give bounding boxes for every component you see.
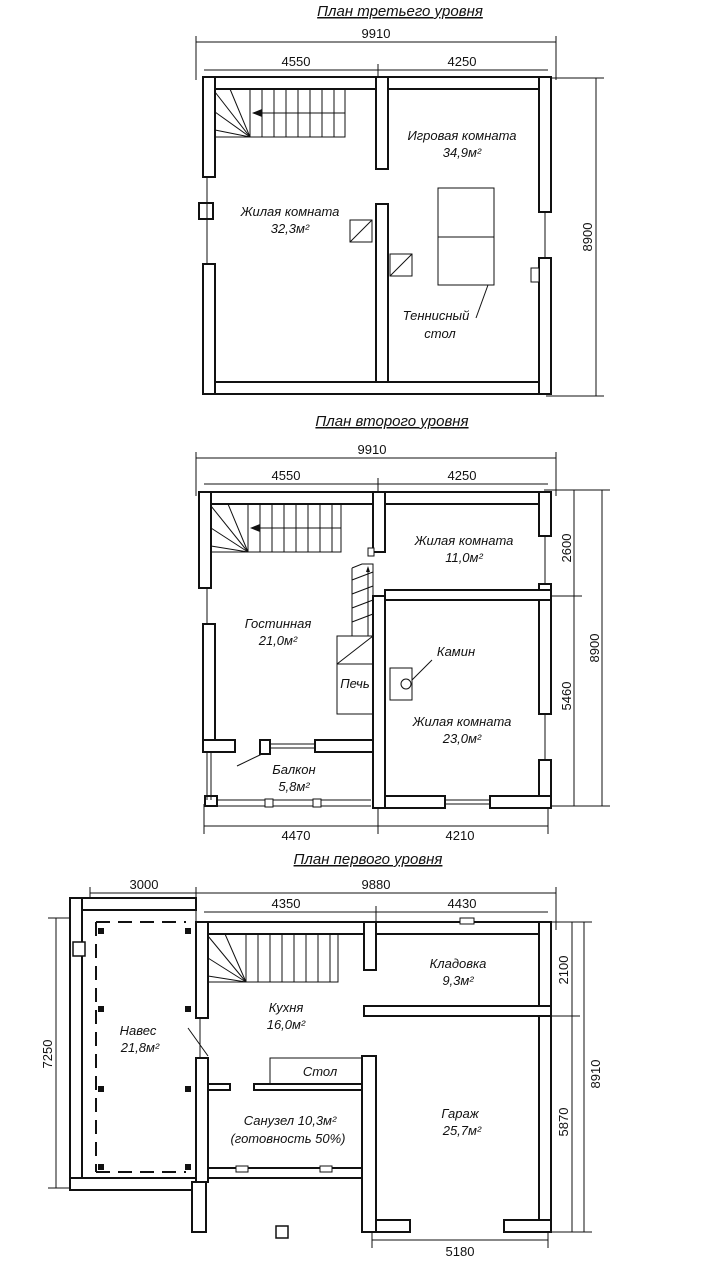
level1-bath-note: (готовность 50%) [230, 1131, 345, 1146]
level1-dim-canopy-h: 7250 [40, 1040, 55, 1069]
level1-canopy-area: 21,8м² [120, 1040, 160, 1055]
level1-storage-name: Кладовка [430, 956, 487, 971]
level2-dim-left: 4550 [272, 468, 301, 483]
level2-balcony-area: 5,8м² [278, 779, 310, 794]
level1-storage-area: 9,3м² [442, 973, 474, 988]
level1-title: План первого уровня [294, 851, 443, 868]
level1-kitchen-area: 16,0м² [267, 1017, 306, 1032]
level3-living-area: 32,3м² [271, 221, 310, 236]
level2-dim-total: 9910 [358, 442, 387, 457]
level2-stove-label: Печь [340, 676, 370, 691]
level3-dim-total: 9910 [362, 26, 391, 41]
level2-dim-bottom-right: 4210 [446, 828, 475, 843]
socket-icon [530, 267, 540, 283]
level2-living-big-area: 23,0м² [442, 731, 482, 746]
level1-dim-right: 4430 [448, 896, 477, 911]
level1-garage-area: 25,7м² [442, 1123, 482, 1138]
level2-living-small-name: Жилая комната [414, 533, 514, 548]
stair-icon [207, 933, 339, 983]
level3-dim-right: 4250 [448, 54, 477, 69]
chimney-icon [349, 219, 373, 243]
level2-plan: План второго уровня 9910 4550 4250 4470 … [195, 413, 610, 843]
level1-bath-name: Санузел 10,3м² [244, 1113, 337, 1128]
level2-dim-h-total: 8900 [587, 634, 602, 663]
level1-plan: План первого уровня 3000 9880 4350 4430 … [40, 851, 603, 1259]
level2-title: План второго уровня [315, 413, 468, 430]
level1-dim-left: 4350 [272, 896, 301, 911]
level2-guest-name: Гостинная [245, 616, 312, 631]
level3-dim-left: 4550 [282, 54, 311, 69]
level1-dim-bottom: 5180 [446, 1244, 475, 1259]
level3-plan: План третьего уровня 9910 4550 4250 8900 [195, 3, 604, 397]
level2-dim-right: 4250 [448, 468, 477, 483]
level1-dim-total: 9880 [362, 877, 391, 892]
level1-dim-h2: 5870 [556, 1108, 571, 1137]
level1-dim-h-total: 8910 [588, 1060, 603, 1089]
stair-icon [351, 563, 374, 637]
level2-fireplace-label: Камин [437, 644, 475, 659]
level2-living-small-area: 11,0м² [445, 550, 483, 565]
level2-balcony-name: Балкон [272, 762, 315, 777]
table-icon [269, 1057, 363, 1085]
level1-canopy-name: Навес [120, 1023, 157, 1038]
chimney-icon [389, 253, 413, 277]
stair-icon [214, 88, 346, 138]
level3-dim-height: 8900 [580, 223, 595, 252]
tennis-table-icon [437, 187, 495, 319]
level3-tennis-line1: Теннисный [403, 308, 470, 323]
level1-table-label: Стол [303, 1064, 338, 1079]
post-icon [72, 941, 86, 957]
level2-dim-h1: 2600 [559, 534, 574, 563]
level3-game-name: Игровая комната [407, 128, 516, 143]
level1-garage-name: Гараж [441, 1106, 479, 1121]
stair-icon [210, 503, 342, 553]
level1-dim-h1: 2100 [556, 956, 571, 985]
level2-dim-h2: 5460 [559, 682, 574, 711]
level3-living-name: Жилая комната [240, 204, 340, 219]
level1-dim-canopy-w: 3000 [130, 877, 159, 892]
stove-icon [336, 635, 374, 715]
level1-kitchen-name: Кухня [269, 1000, 304, 1015]
level3-game-area: 34,9м² [443, 145, 482, 160]
level3-title: План третьего уровня [317, 3, 483, 20]
level3-tennis-line2: стол [424, 326, 456, 341]
level2-guest-area: 21,0м² [258, 633, 298, 648]
level2-living-big-name: Жилая комната [412, 714, 512, 729]
level2-dim-bottom-left: 4470 [282, 828, 311, 843]
fireplace-icon [389, 659, 433, 701]
